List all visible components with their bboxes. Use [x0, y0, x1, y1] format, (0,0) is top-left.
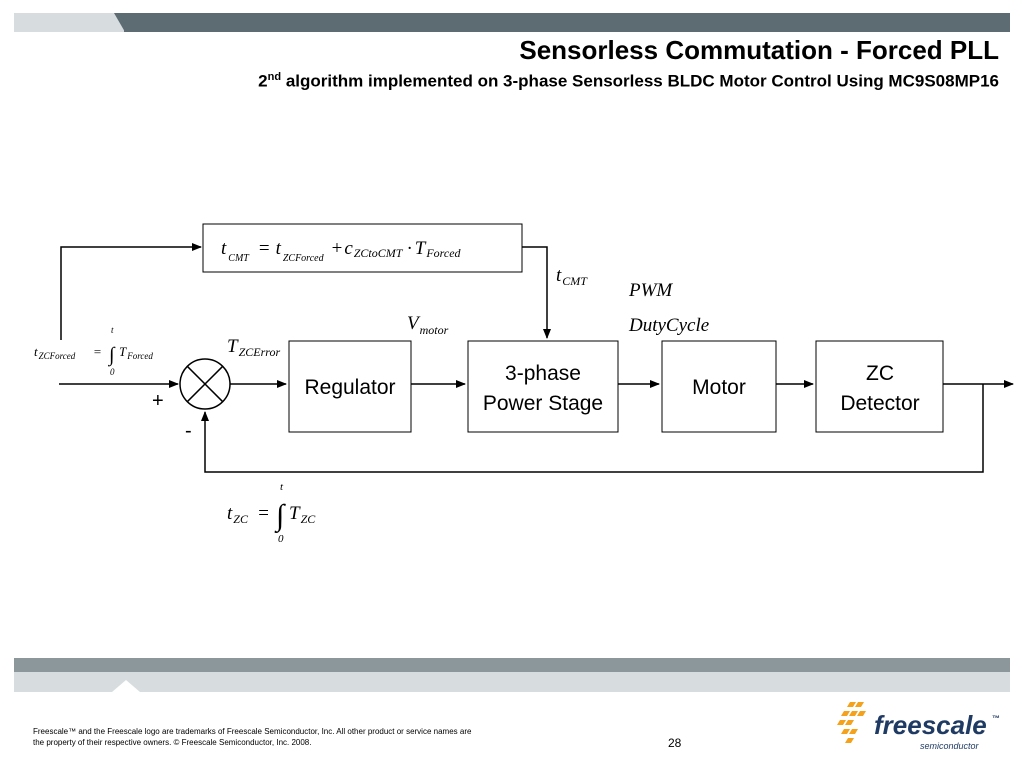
legal-line-1: Freescale™ and the Freescale logo are tr… — [33, 727, 472, 736]
tzc-eq: = — [257, 503, 270, 524]
legal-footer: Freescale™ and the Freescale logo are tr… — [33, 726, 513, 748]
tzc-lower: 0 — [278, 533, 284, 545]
top-banner-notch — [114, 13, 125, 32]
zc-detector-label-line1: ZC — [866, 362, 894, 385]
tzcf-lhs: tZCForced — [34, 344, 76, 361]
zc-detector-label-line2: Detector — [840, 392, 919, 415]
t-cmt-main: t — [556, 265, 562, 286]
legal-line-2: the property of their respective owners.… — [33, 738, 312, 747]
duty-cycle-label: DutyCycle — [628, 315, 709, 336]
top-banner-dark — [124, 13, 1010, 32]
tzcf-eq: = — [93, 344, 102, 359]
page-number: 28 — [668, 736, 682, 750]
tzc-upper: t — [280, 481, 284, 493]
v-motor-sub: motor — [420, 323, 449, 337]
power-stage-label-line2: Power Stage — [483, 392, 603, 415]
zc-detector-block — [815, 340, 944, 433]
feedback-line — [201, 384, 984, 473]
t-cmt-label: tCMT — [556, 265, 588, 288]
formula-plus: + — [332, 238, 343, 259]
bottom-banner-notch — [112, 680, 140, 692]
formula-term1: t — [276, 238, 282, 259]
t-zcerror-sub: ZCError — [239, 345, 281, 359]
tzcf-lower: 0 — [110, 367, 115, 377]
t-zcerror-main: T — [227, 336, 239, 357]
power-stage-label-line1: 3-phase — [505, 362, 581, 385]
forced-time-feed-line — [60, 243, 202, 340]
t-cmt-line — [522, 246, 551, 339]
logo-subtitle: semiconductor — [920, 741, 979, 751]
minus-sign: - — [185, 420, 192, 442]
formula-eq: = — [259, 238, 270, 259]
t-zc-integral: tZC = ∫ t 0 TZC — [227, 481, 316, 545]
formula-lhs: t — [221, 238, 227, 259]
t-zcerror-label: TZCError — [227, 336, 280, 359]
v-motor-label: Vmotor — [407, 313, 449, 337]
formula-term3: T — [415, 238, 427, 259]
t-zcforced-integral: tZCForced = ∫ t 0 TForced — [34, 325, 153, 377]
tzcf-integral-sign: ∫ — [107, 344, 116, 367]
subtitle-text: algorithm implemented on 3-phase Sensorl… — [281, 71, 999, 91]
subtitle-ordinal: 2 — [258, 71, 268, 91]
pwm-label: PWM — [628, 280, 673, 301]
plus-sign: + — [152, 390, 164, 412]
formula-term3-sub: Forced — [425, 246, 461, 260]
t-cmt-sub: CMT — [562, 274, 588, 288]
formula-box — [202, 223, 523, 273]
tzc-integral-sign: ∫ — [274, 499, 286, 534]
summing-junction — [179, 358, 231, 410]
v-motor-main: V — [407, 313, 421, 334]
subtitle-ordinal-suffix: nd — [267, 71, 282, 83]
slide-subtitle: 2nd algorithm implemented on 3-phase Sen… — [258, 71, 999, 92]
logo-trademark: ™ — [992, 714, 1000, 723]
motor-block — [661, 340, 777, 433]
freescale-logo: freescale ™ semiconductor — [836, 700, 1006, 756]
formula-term2: c — [344, 238, 353, 259]
slide-title: Sensorless Commutation - Forced PLL — [519, 35, 999, 65]
logo-wordmark: freescale — [874, 710, 987, 740]
formula-lhs-sub: CMT — [228, 253, 250, 264]
regulator-label: Regulator — [304, 376, 395, 399]
tzcf-upper: t — [111, 325, 114, 335]
logo-mark-icon — [837, 702, 866, 743]
tzcf-integrand: TForced — [119, 344, 153, 361]
formula-dot: · — [406, 238, 412, 259]
power-stage-block — [467, 340, 619, 433]
formula-term2-sub: ZCtoCMT — [354, 246, 404, 260]
tzc-integrand: TZC — [289, 503, 316, 526]
formula-term1-sub: ZCForced — [283, 253, 325, 264]
motor-label: Motor — [692, 376, 746, 399]
bottom-banner-dark — [14, 658, 1010, 672]
tzc-lhs: tZC — [227, 503, 249, 526]
regulator-block — [288, 340, 412, 433]
bottom-banner-light — [14, 672, 1010, 692]
